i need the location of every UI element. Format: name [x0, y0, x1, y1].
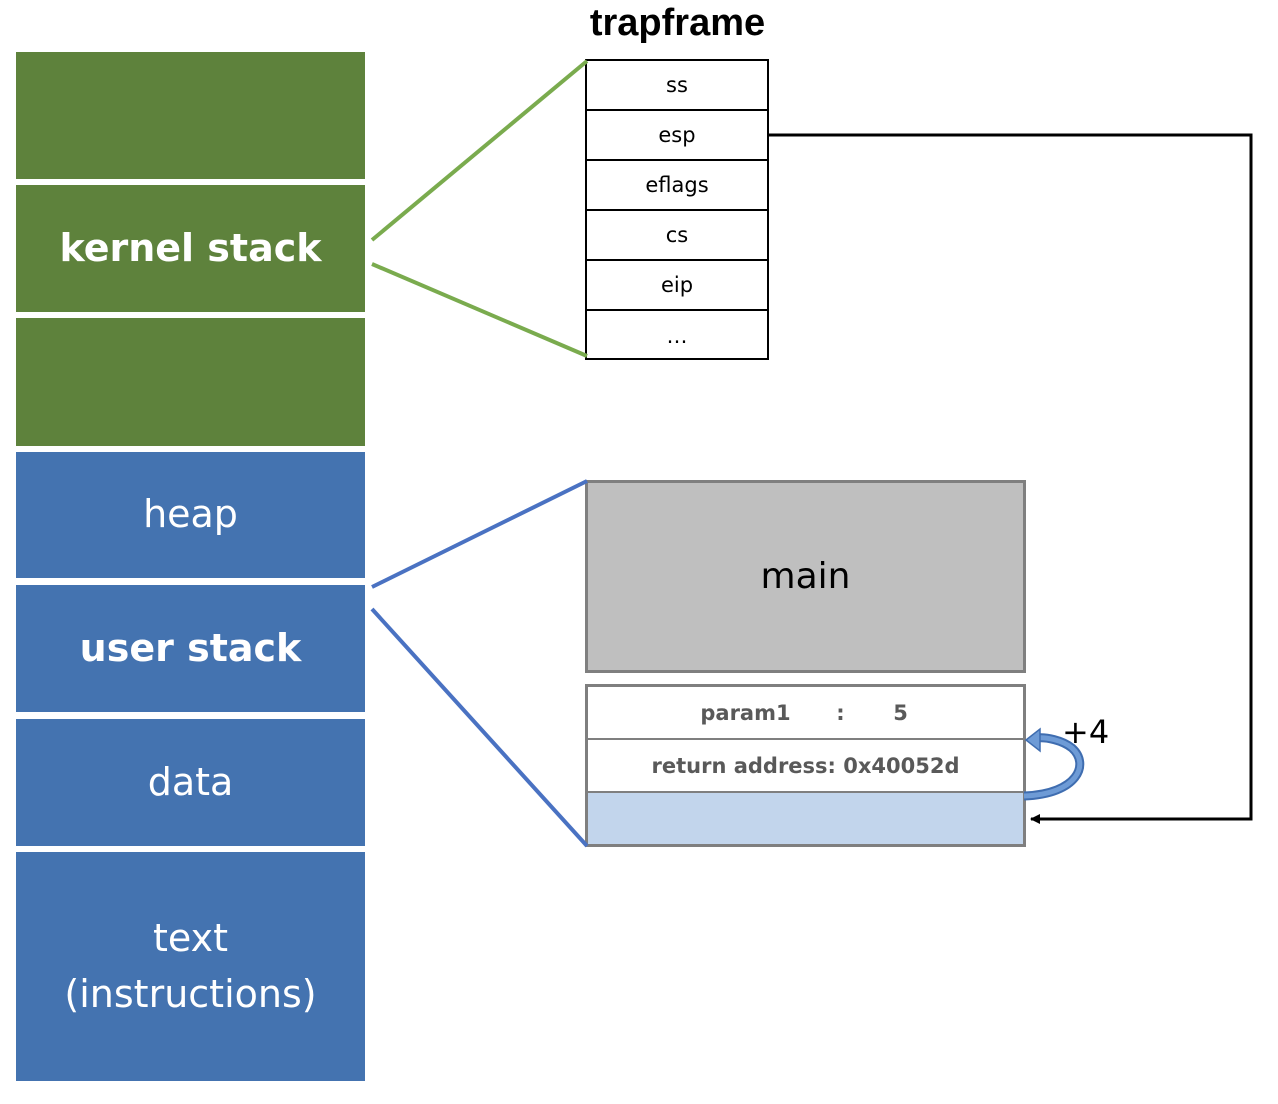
kernel-connector-upper — [370, 59, 589, 242]
trapframe-table: ss esp eflags cs eip … — [585, 59, 769, 360]
data-segment: data — [16, 719, 365, 846]
trapframe-title: trapframe — [589, 2, 766, 44]
trapframe-field-esp: esp — [587, 111, 767, 161]
user-stack-segment: user stack — [16, 585, 365, 712]
param-slot: param1 : 5 — [588, 687, 1023, 740]
user-connector-lower — [370, 607, 589, 848]
stack-pointer-slot — [588, 793, 1023, 844]
text-segment: text (instructions) — [16, 852, 365, 1081]
esp-pointer-arrow — [769, 133, 1253, 824]
trapframe-field-eip: eip — [587, 261, 767, 311]
main-stack-frame: main — [585, 480, 1026, 673]
user-connector-upper — [371, 479, 588, 589]
plus-four-curve-fill — [1023, 735, 1083, 799]
kernel-segment-bottom — [16, 318, 365, 446]
call-stack-slots: param1 : 5 return address: 0x40052d — [585, 684, 1026, 847]
trapframe-field-more: … — [666, 324, 688, 348]
heap-segment: heap — [16, 452, 365, 578]
param-value: 5 — [893, 700, 908, 725]
return-address-slot: return address: 0x40052d — [588, 740, 1023, 793]
kernel-stack-segment: kernel stack — [16, 185, 365, 312]
kernel-segment-top — [16, 52, 365, 179]
kernel-connector-lower — [371, 262, 588, 358]
param-name: param1 — [700, 700, 791, 725]
trapframe-field-cs: cs — [587, 211, 767, 261]
trapframe-field-ss: ss — [587, 61, 767, 111]
plus-four-arrowhead — [1024, 727, 1041, 753]
param-separator: : — [836, 700, 845, 725]
trapframe-field-eflags: eflags — [587, 161, 767, 211]
